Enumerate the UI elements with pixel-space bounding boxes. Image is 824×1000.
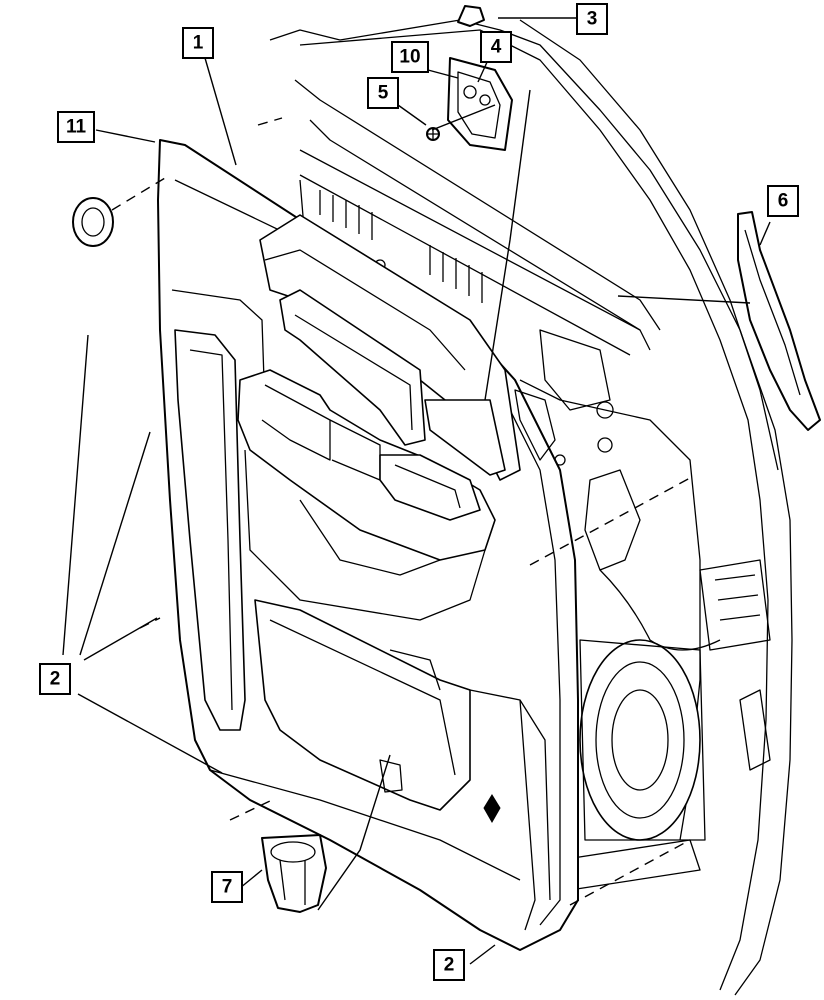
leader-lines: [62, 17, 771, 965]
callout-6-label: 6: [778, 191, 789, 212]
callout-3-label: 3: [587, 9, 598, 30]
callout-6: 6: [767, 185, 799, 217]
cap-part-3: [457, 5, 485, 27]
cup-holder-part-7: [261, 834, 327, 913]
callout-5-label: 5: [378, 83, 389, 104]
callout-4-label: 4: [491, 37, 502, 58]
callout-2-bottom-label: 2: [444, 955, 455, 976]
callout-4: 4: [480, 31, 512, 63]
callout-2-left-label: 2: [50, 669, 61, 690]
push-pin-part-11: [72, 197, 114, 247]
callout-11-label: 11: [66, 117, 87, 138]
callout-2-left: 2: [39, 663, 71, 695]
callout-3: 3: [576, 3, 608, 35]
trim-piece-part-6: [737, 211, 821, 431]
callout-11: 11: [57, 111, 95, 143]
callout-10-label: 10: [399, 47, 420, 68]
callout-1-label: 1: [193, 33, 204, 54]
callout-5: 5: [367, 77, 399, 109]
belt-louvers: [319, 190, 483, 303]
door-speaker: [579, 639, 706, 841]
callout-1: 1: [182, 27, 214, 59]
callout-10: 10: [391, 41, 429, 73]
callout-7-label: 7: [222, 877, 233, 898]
door-trim-panel: [157, 139, 579, 951]
screw-part-5: [426, 127, 440, 141]
callout-7: 7: [211, 871, 243, 903]
callout-2-bottom: 2: [433, 949, 465, 981]
handle-bezel-part-4: [447, 57, 513, 151]
